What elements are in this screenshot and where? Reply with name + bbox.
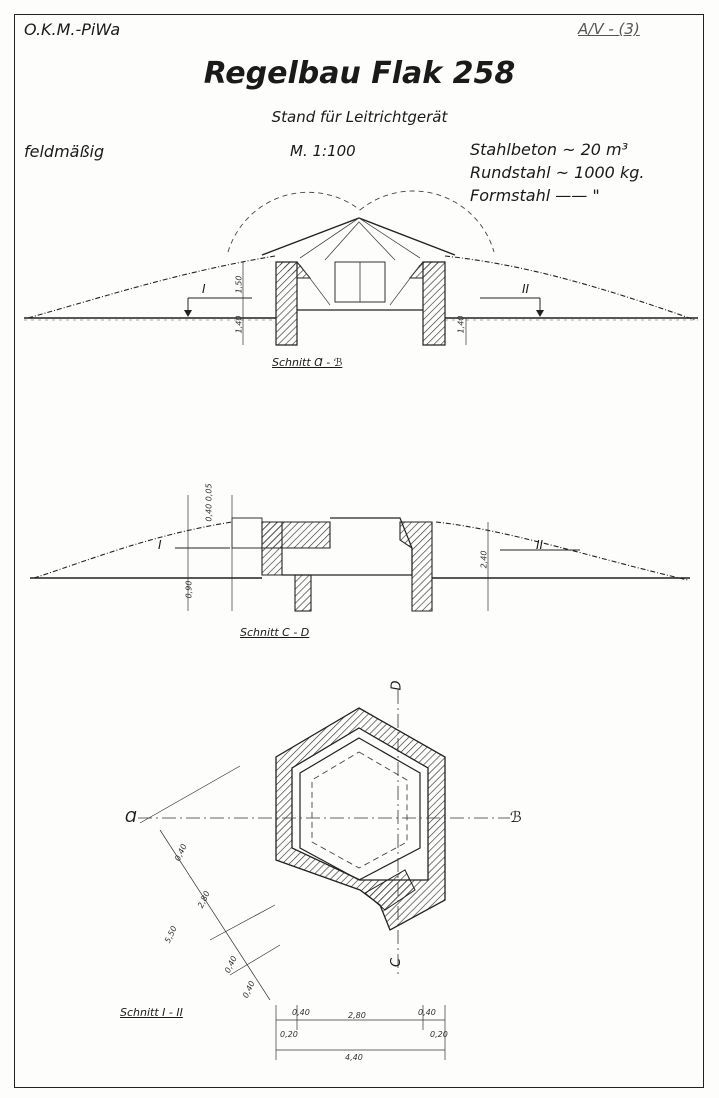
section-cd-drawing	[30, 495, 690, 612]
plan-dim-total: 4,40	[345, 1053, 363, 1062]
spec-round-steel: Rundstahl ~ 1000 kg.	[470, 163, 645, 182]
section-cd-dim-left: 0,90	[184, 580, 194, 599]
wall-right-cd	[399, 521, 433, 612]
section-ab-marker-right: II	[522, 282, 530, 296]
sheet-frame	[14, 14, 704, 1088]
section-cd-marker-left: I	[158, 538, 162, 552]
embankment-cd	[33, 521, 689, 581]
wall-left-cd	[261, 521, 283, 576]
section-cd-label: Schnitt C - D	[240, 626, 310, 639]
header-left-mark: O.K.M.-PiWa	[24, 20, 121, 39]
spec-type-note: feldmäßig	[24, 142, 105, 161]
section-cd-dim-top: 0,40 0,05	[204, 483, 214, 522]
plan-drawing	[138, 690, 510, 1060]
section-plan-label: Schnitt I - II	[120, 1006, 183, 1019]
section-cd-dim-right: 2,40	[479, 550, 489, 569]
section-cd-marker-right: II	[536, 538, 544, 552]
section-ab-dim-height: 1,50	[234, 275, 244, 294]
header-right-mark: A/V - (3)	[578, 20, 640, 38]
section-ab-dim-lower-right: 1,40	[456, 315, 466, 334]
section-ab-dim-lower-left: 1,40	[234, 315, 244, 334]
plan-dim-bottom-lower-1: 0,20	[280, 1030, 298, 1039]
plan-dim-bottom-lower-2: 0,20	[430, 1030, 448, 1039]
plan-dim-bottom-upper-3: 0,40	[418, 1008, 436, 1017]
plan-mark-c: C	[389, 957, 405, 968]
spec-scale: M. 1:100	[290, 142, 356, 160]
plan-mark-a: Ɑ	[125, 808, 137, 826]
page-title: Regelbau Flak 258	[203, 56, 516, 91]
swing-arc-left	[227, 191, 361, 253]
section-ab-marker-left: I	[202, 282, 206, 296]
plan-mark-b: ℬ	[510, 808, 522, 826]
page-subtitle: Stand für Leitrichtgerät	[271, 108, 448, 126]
section-ab-label: Schnitt Ɑ - ℬ	[272, 356, 343, 369]
swing-arc-right	[359, 190, 495, 253]
plan-mark-d: D	[389, 680, 405, 691]
roof-tent	[261, 217, 456, 256]
plan-dim-bottom-upper-1: 0,40	[292, 1008, 310, 1017]
embankment-ab	[27, 255, 696, 321]
plan-entrance	[364, 869, 416, 911]
section-ab-drawing	[24, 190, 698, 346]
spec-form-steel: Formstahl —— "	[470, 186, 600, 205]
spec-concrete: Stahlbeton ~ 20 m³	[470, 140, 629, 159]
plan-dim-bottom-upper-2: 2,80	[348, 1011, 366, 1020]
plan-dashed-hex	[311, 751, 408, 869]
plan-inner-hex	[299, 737, 421, 881]
pillar-left-cd	[294, 574, 312, 612]
